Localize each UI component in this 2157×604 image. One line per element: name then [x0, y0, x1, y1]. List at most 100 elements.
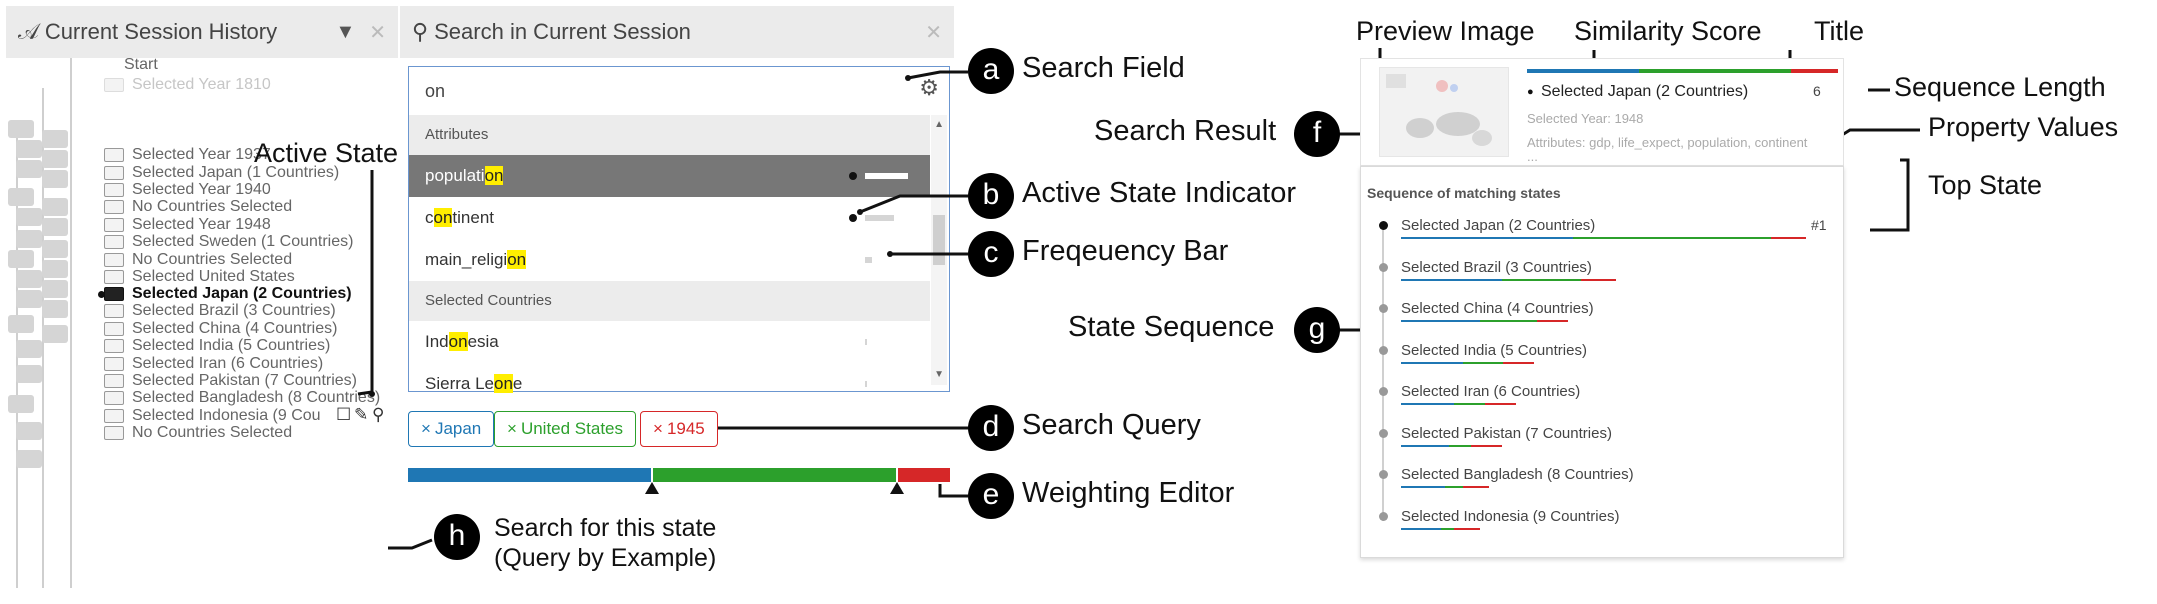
history-item[interactable]: Selected United States: [132, 268, 295, 285]
sequence-item[interactable]: Selected Japan (2 Countries): [1401, 217, 1596, 234]
history-item[interactable]: Selected Brazil (3 Countries): [132, 302, 336, 319]
history-collapsed-node[interactable]: [42, 260, 68, 278]
dropdown-item[interactable]: continent: [409, 197, 930, 239]
history-collapsed-node[interactable]: [16, 140, 42, 158]
history-item[interactable]: Selected Sweden (1 Countries): [132, 233, 354, 250]
remove-chip-icon[interactable]: ×: [507, 419, 517, 438]
history-item[interactable]: Selected Bangladesh (8 Countries): [132, 389, 381, 406]
sequence-item[interactable]: Selected Indonesia (9 Countries): [1401, 507, 1620, 525]
sequence-dot: [1379, 428, 1388, 438]
dropdown-item[interactable]: Indonesia: [409, 321, 930, 363]
item-text: c: [425, 208, 434, 227]
preview-image: [1379, 67, 1509, 157]
close-icon[interactable]: ✕: [369, 21, 386, 44]
history-item[interactable]: No Countries Selected: [132, 424, 293, 441]
history-item[interactable]: Selected Year 1948: [132, 216, 271, 233]
history-item[interactable]: No Countries Selected: [132, 251, 293, 268]
history-collapsed-node[interactable]: [8, 250, 34, 268]
top-rank: #1: [1811, 217, 1827, 233]
sequence-score-bar: [1441, 527, 1454, 530]
history-collapsed-node[interactable]: [8, 395, 34, 413]
history-item[interactable]: Selected Year 1937: [132, 146, 271, 163]
history-collapsed-node[interactable]: [16, 422, 42, 440]
selection-state-icon: [104, 339, 124, 353]
filter-state-icon: [104, 322, 124, 336]
history-collapsed-node[interactable]: [42, 325, 68, 343]
history-collapsed-node[interactable]: [16, 270, 42, 288]
gear-icon[interactable]: ⚙: [919, 75, 939, 100]
sequence-item[interactable]: Selected Brazil (3 Countries): [1401, 258, 1592, 276]
history-item[interactable]: Selected Year 1810: [132, 76, 271, 93]
callout-line-e: [938, 484, 968, 498]
scroll-up-icon[interactable]: ▲: [934, 119, 944, 130]
sequence-score-bar: [1401, 361, 1463, 364]
bookmark-icon[interactable]: ☐: [336, 405, 352, 424]
history-collapsed-node[interactable]: [42, 280, 68, 298]
sequence-score-bar: [1449, 444, 1471, 447]
history-collapsed-node[interactable]: [8, 188, 34, 206]
history-collapsed-node[interactable]: [42, 218, 68, 236]
badge-h: h: [434, 514, 480, 560]
query-chip[interactable]: ×1945: [640, 411, 718, 447]
history-panel-title: Current Session History: [44, 19, 278, 44]
history-item[interactable]: No Countries Selected: [132, 198, 293, 215]
search-result-card[interactable]: ● Selected Japan (2 Countries) 6 Selecte…: [1360, 58, 1844, 166]
history-collapsed-node[interactable]: [8, 315, 34, 333]
history-collapsed-node[interactable]: [16, 208, 42, 226]
history-collapsed-node[interactable]: [16, 450, 42, 468]
sequence-item[interactable]: Selected China (4 Countries): [1401, 300, 1594, 317]
remove-chip-icon[interactable]: ×: [653, 419, 663, 438]
history-item[interactable]: Selected Indonesia (9 Cou: [132, 407, 321, 424]
sequence-dot: [1379, 470, 1388, 479]
sequence-length: 6: [1813, 83, 1821, 99]
sequence-item[interactable]: Selected India (5 Countries): [1401, 341, 1587, 359]
filter-icon[interactable]: ▼: [335, 20, 356, 43]
dropdown-item[interactable]: main_religion: [409, 239, 930, 281]
history-collapsed-node[interactable]: [42, 150, 68, 168]
history-collapsed-node[interactable]: [8, 120, 34, 138]
history-item[interactable]: Selected India (5 Countries): [132, 337, 331, 354]
sequence-score-bar: [1471, 444, 1502, 447]
dropdown-item[interactable]: Sierra Leone: [409, 363, 930, 405]
remove-chip-icon[interactable]: ×: [421, 419, 431, 438]
weight-handle[interactable]: [645, 482, 659, 494]
history-item-active[interactable]: Selected Japan (2 Countries): [132, 285, 352, 302]
dropdown-item[interactable]: population: [409, 155, 930, 197]
edit-icon[interactable]: ✎: [354, 405, 369, 424]
search-icon[interactable]: ⚲: [372, 405, 385, 424]
history-item[interactable]: Start: [124, 56, 158, 73]
history-item[interactable]: Selected China (4 Countries): [132, 320, 338, 337]
selection-state-icon: [104, 78, 124, 92]
sequence-item[interactable]: Selected Bangladesh (8 Countries): [1401, 466, 1634, 483]
weight-segment[interactable]: [408, 468, 651, 482]
history-collapsed-node[interactable]: [16, 365, 42, 383]
history-collapsed-node[interactable]: [16, 160, 42, 178]
query-chip[interactable]: ×United States: [494, 411, 636, 447]
history-collapsed-node[interactable]: [42, 170, 68, 188]
sequence-item[interactable]: Selected Pakistan (7 Countries): [1401, 424, 1612, 442]
weight-segment[interactable]: [898, 468, 950, 482]
history-collapsed-node[interactable]: [16, 340, 42, 358]
scroll-down-icon[interactable]: ▼: [934, 369, 944, 380]
history-collapsed-node[interactable]: [16, 290, 42, 308]
weight-segment[interactable]: [653, 468, 896, 482]
history-item[interactable]: Selected Year 1940: [132, 181, 271, 198]
filter-state-icon: [104, 426, 124, 440]
badge-a: a: [968, 48, 1014, 94]
weight-handle[interactable]: [890, 482, 904, 494]
history-collapsed-node[interactable]: [16, 230, 42, 248]
history-item[interactable]: Selected Iran (6 Countries): [132, 355, 324, 372]
sequence-item[interactable]: Selected Iran (6 Countries): [1401, 383, 1581, 400]
history-collapsed-node[interactable]: [42, 198, 68, 216]
label-active-state: Active State: [254, 138, 399, 168]
history-collapsed-node[interactable]: [42, 130, 68, 148]
history-item[interactable]: Selected Pakistan (7 Countries): [132, 372, 357, 389]
chip-label: 1945: [666, 419, 705, 438]
history-item[interactable]: Selected Japan (1 Countries): [132, 164, 340, 181]
close-icon[interactable]: ✕: [925, 21, 942, 44]
query-chip[interactable]: ×Japan: [408, 411, 495, 447]
history-collapsed-node[interactable]: [42, 300, 68, 318]
history-collapsed-node[interactable]: [42, 240, 68, 258]
search-input[interactable]: on: [425, 81, 446, 101]
